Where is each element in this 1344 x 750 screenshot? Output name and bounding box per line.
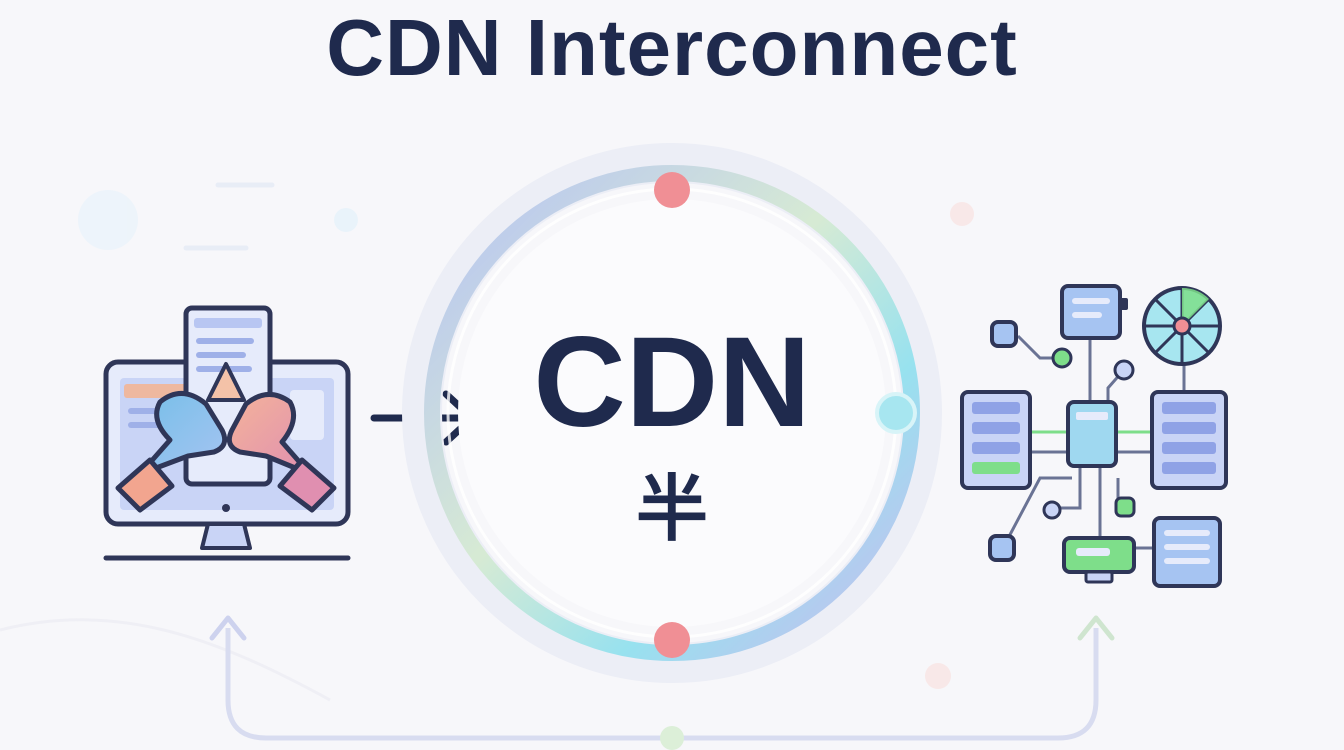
arrowhead-up-right-icon <box>1077 615 1115 641</box>
page-title: CDN Interconnect <box>326 3 1018 92</box>
cdn-label: CDN <box>533 311 811 454</box>
background-decorations <box>0 182 974 702</box>
arrowhead-up-left-icon <box>209 615 247 641</box>
return-connector <box>209 615 1115 750</box>
ring-node-bottom <box>654 622 690 658</box>
cdn-glyph: 半 <box>635 470 708 550</box>
bg-dot <box>950 202 974 226</box>
bg-dot <box>334 208 358 232</box>
cdn-ring-icon <box>402 143 942 683</box>
monitor-with-hands-icon <box>103 305 351 561</box>
connector-node <box>660 726 684 750</box>
bg-curve <box>0 618 331 702</box>
ring-node-top <box>654 172 690 208</box>
ring-node-right <box>875 392 917 434</box>
bg-bubble <box>78 190 138 250</box>
server-network-icon <box>960 284 1228 588</box>
bg-dot <box>925 663 951 689</box>
